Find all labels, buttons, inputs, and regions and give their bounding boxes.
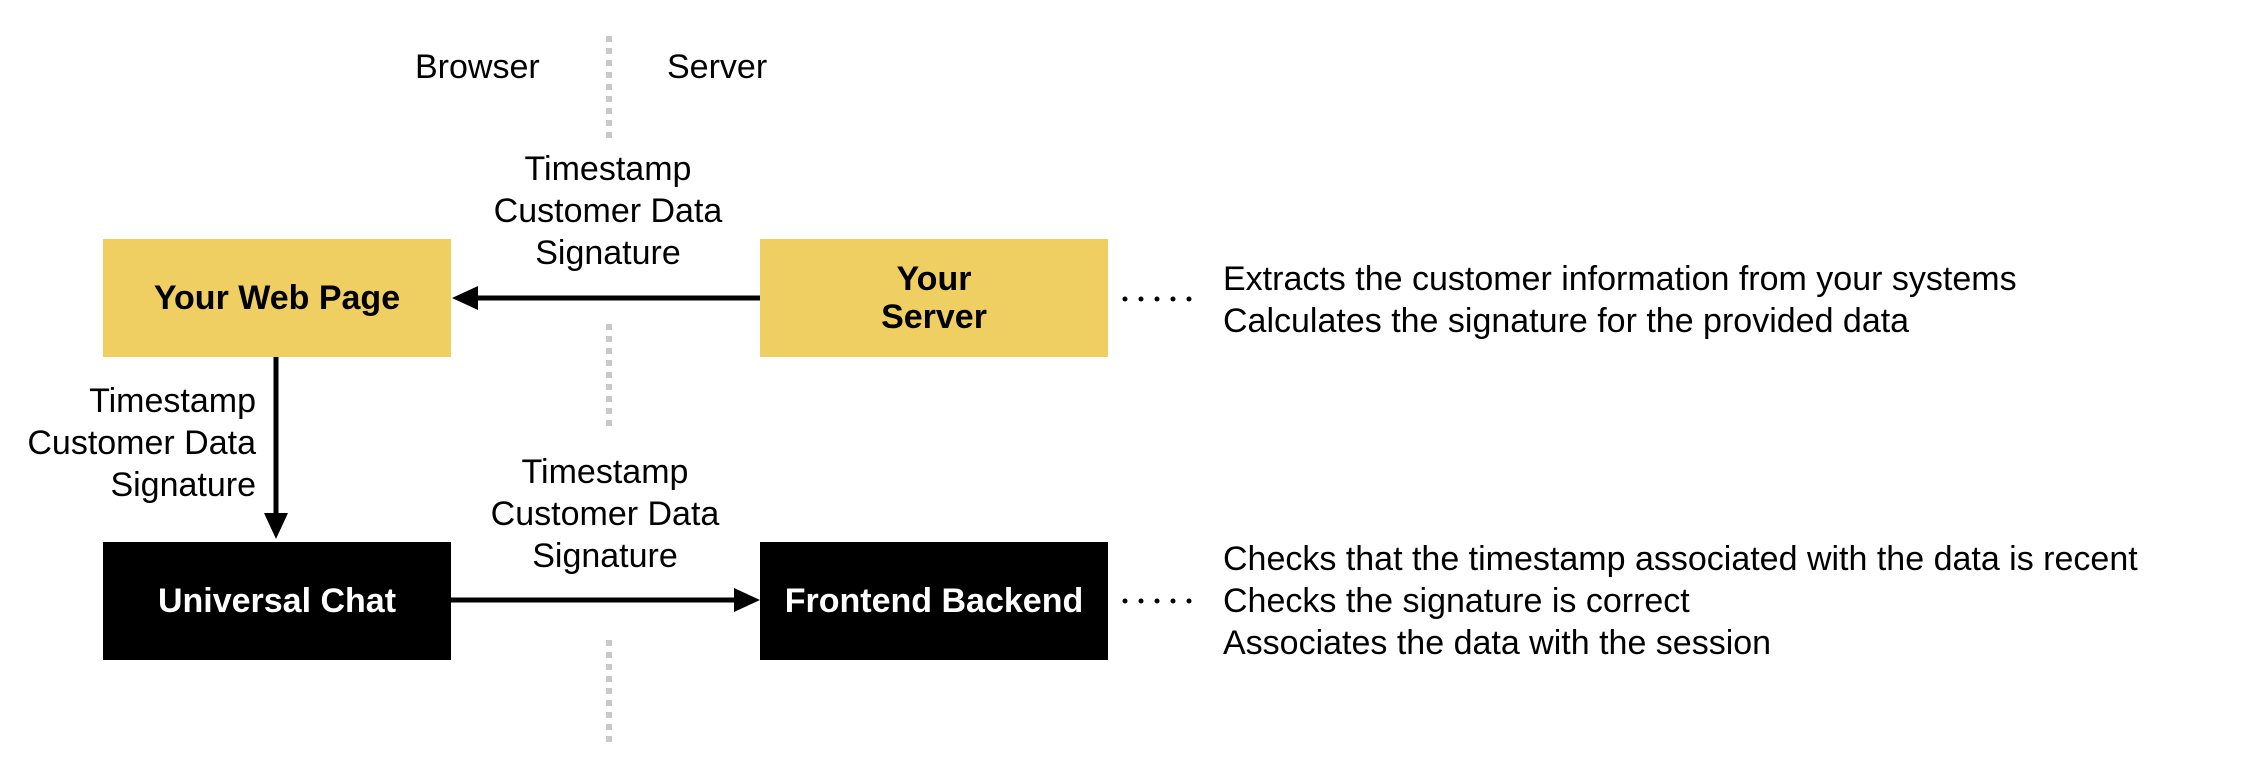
edge-label-chat-to-backend: Timestamp Customer Data Signature <box>455 451 755 577</box>
edge-label-webpage-to-chat: Timestamp Customer Data Signature <box>0 380 256 506</box>
your-web-page-label: Your Web Page <box>153 279 401 317</box>
leader-dots-your-server <box>1122 296 1192 302</box>
note-line: Checks that the timestamp associated wit… <box>1223 540 2138 578</box>
edge-label-line: Signature <box>532 537 678 575</box>
edge-label-line: Timestamp <box>524 150 692 188</box>
arrowhead-server-to-webpage <box>452 286 478 310</box>
your-server-box: Your Server <box>760 239 1108 357</box>
edge-label-line: Signature <box>110 466 256 504</box>
your-web-page-box: Your Web Page <box>103 239 451 357</box>
edge-label-line: Customer Data <box>493 192 723 230</box>
your-server-label-line-2: Server <box>881 298 987 336</box>
arrowhead-webpage-to-chat <box>264 513 288 539</box>
frontend-backend-label: Frontend Backend <box>784 582 1084 620</box>
edge-label-line: Signature <box>535 234 681 272</box>
leader-dots-frontend-backend <box>1122 598 1192 604</box>
universal-chat-label: Universal Chat <box>157 582 397 620</box>
browser-region-label: Browser <box>415 48 540 86</box>
edge-label-server-to-webpage: Timestamp Customer Data Signature <box>458 148 758 274</box>
note-line: Extracts the customer information from y… <box>1223 260 2017 298</box>
note-line: Calculates the signature for the provide… <box>1223 302 1910 340</box>
your-server-label-line-1: Your <box>896 260 972 298</box>
edge-label-line: Timestamp <box>89 382 256 420</box>
server-region-label: Server <box>667 48 768 86</box>
note-line: Checks the signature is correct <box>1223 582 1690 620</box>
frontend-backend-notes: Checks that the timestamp associated wit… <box>1223 538 2138 664</box>
edge-label-line: Timestamp <box>521 453 689 491</box>
frontend-backend-box: Frontend Backend <box>760 542 1108 660</box>
your-server-notes: Extracts the customer information from y… <box>1223 258 2017 342</box>
edge-label-line: Customer Data <box>27 424 256 462</box>
note-line: Associates the data with the session <box>1223 624 1772 662</box>
edge-label-line: Customer Data <box>490 495 720 533</box>
arrowhead-chat-to-backend <box>734 588 760 612</box>
universal-chat-box: Universal Chat <box>103 542 451 660</box>
